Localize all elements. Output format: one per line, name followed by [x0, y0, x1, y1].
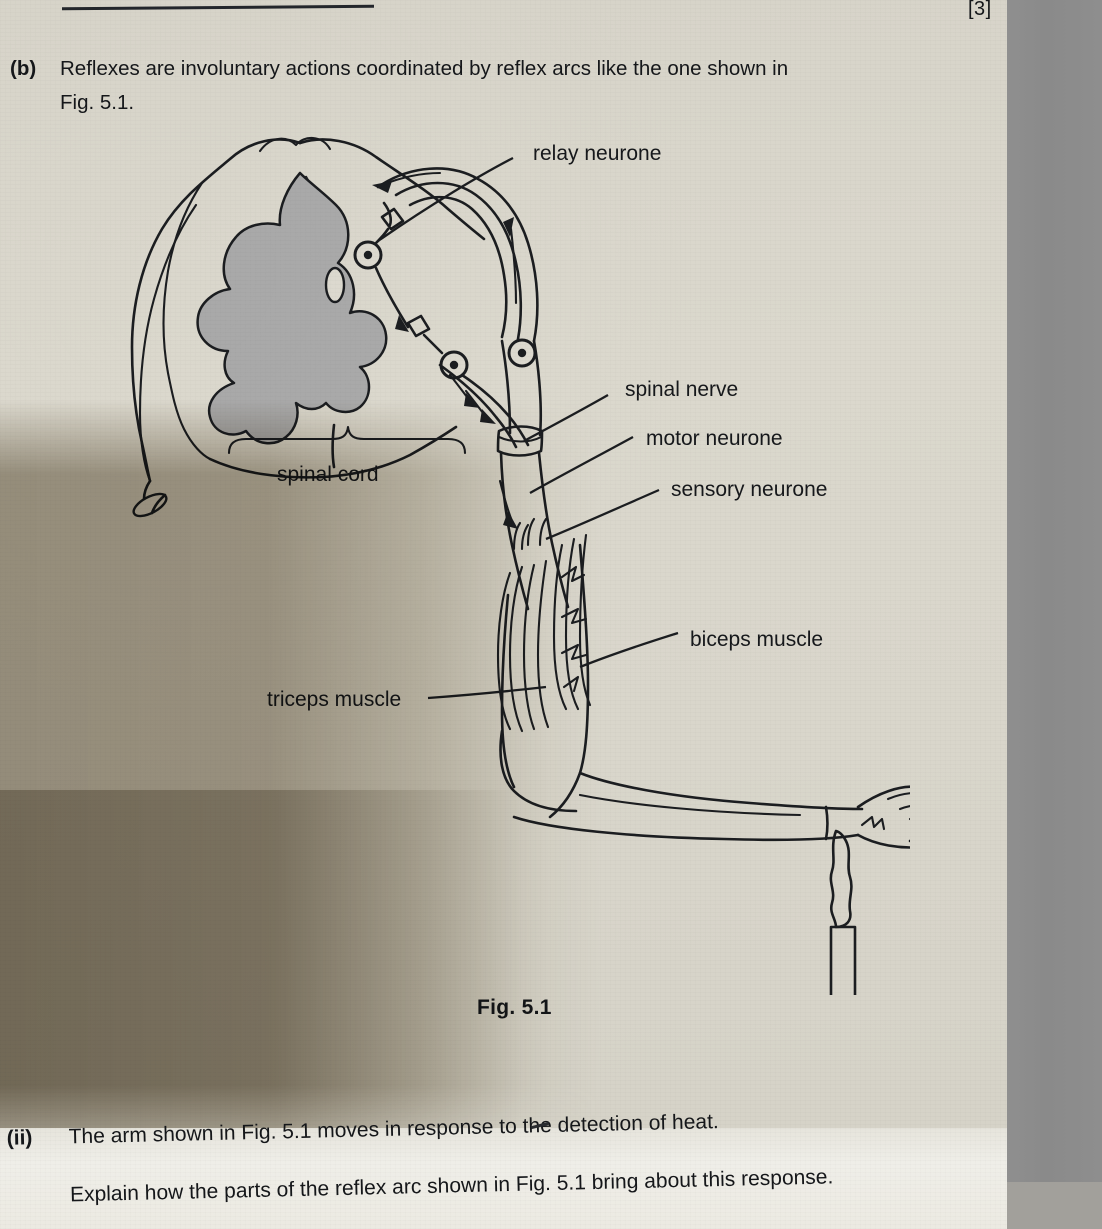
question-ii-line2: Explain how the parts of the reflex arc …	[69, 1165, 834, 1207]
forearm-bottom	[512, 815, 860, 842]
left-root-cut-face	[132, 492, 168, 518]
dorsal-column-bumps	[258, 136, 332, 153]
question-ii-block: (ii) The arm shown in Fig. 5.1 moves in …	[0, 1084, 1007, 1229]
forearm-top	[578, 771, 864, 811]
question-b-label: (b)	[10, 57, 37, 80]
label-motor-neurone: motor neurone	[646, 427, 783, 450]
label-sensory-neurone: sensory neurone	[671, 478, 828, 501]
question-ii-line1: The arm shown in Fig. 5.1 moves in respo…	[68, 1110, 719, 1149]
label-spinal-cord: spinal cord	[277, 463, 379, 486]
ventral-root-outer	[460, 373, 530, 447]
bunsen-burner	[829, 829, 857, 995]
impulse-arrow-afferent-up	[503, 217, 514, 237]
leader-spinal-nerve	[523, 394, 609, 443]
impulse-arrow-efferent-1-tail	[448, 373, 472, 403]
question-b-line1: Reflexes are involuntary actions coordin…	[60, 57, 789, 80]
burner-barrel	[829, 925, 857, 995]
leader-triceps-muscle	[427, 685, 547, 700]
leader-motor-neurone	[529, 435, 634, 495]
sensory-ganglion-group	[507, 338, 537, 368]
leader-relay-neurone	[377, 156, 514, 242]
flame	[829, 829, 853, 929]
marks-allocation: [3]	[968, 0, 992, 20]
label-biceps-muscle: biceps muscle	[690, 628, 824, 651]
left-sliver	[138, 203, 198, 483]
hand-shape	[856, 785, 910, 849]
exam-page: [3] (b) Reflexes are involuntary actions…	[0, 0, 1007, 1229]
leader-sensory-neurone	[545, 488, 660, 541]
label-triceps-muscle: triceps muscle	[267, 688, 402, 711]
relay-neurone-path	[353, 201, 444, 355]
nerve-cut-collar-inner	[497, 435, 543, 443]
question-b-line2: Fig. 5.1.	[60, 91, 135, 114]
grey-matter-outline	[196, 171, 388, 445]
impulse-arrow-relay-top-tail	[380, 171, 442, 187]
dorsal-groove	[331, 423, 336, 469]
reflex-arc-diagram	[130, 136, 910, 995]
background-band-foot	[1007, 1182, 1102, 1229]
leader-biceps-muscle	[579, 631, 679, 669]
central-canal	[324, 266, 346, 304]
label-relay-neurone: relay neurone	[533, 142, 662, 165]
dorsal-root-loop-inner	[394, 181, 523, 341]
page-bottom-highlight	[0, 1128, 1007, 1229]
dorsal-root-loop-inner2	[408, 195, 508, 339]
answer-rule	[61, 4, 375, 11]
impulse-arrow-afferent-tail	[509, 227, 518, 305]
wrist-line	[824, 805, 829, 841]
elbow-outline	[499, 729, 578, 813]
impulse-arrow-relay	[395, 315, 409, 332]
label-spinal-nerve: spinal nerve	[625, 378, 739, 401]
spinal-nerve-trunk-right	[532, 339, 543, 437]
background-band-right	[1007, 0, 1102, 1229]
question-ii-label: (ii)	[6, 1126, 33, 1150]
dorsal-root-loop-outer	[376, 167, 539, 343]
figure-caption: Fig. 5.1	[477, 996, 552, 1019]
